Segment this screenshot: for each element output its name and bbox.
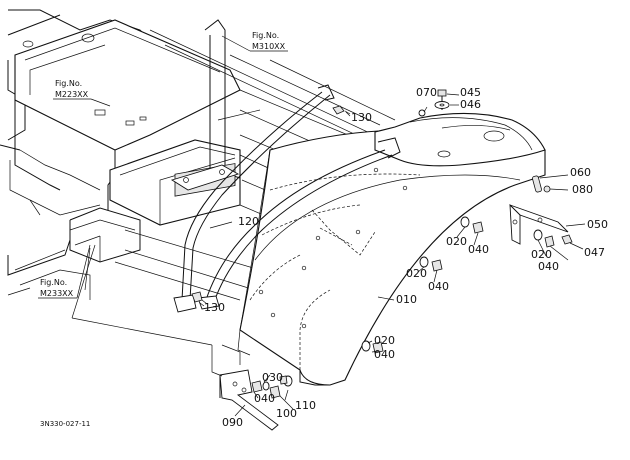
bracket-090: [219, 369, 279, 431]
fig-no-value: M233XX: [40, 289, 74, 298]
stay-bars: [173, 84, 401, 313]
part-label-120: 120: [238, 215, 259, 228]
fig-no-label: Fig.No.: [55, 79, 82, 88]
part-label-030: 030: [262, 371, 283, 384]
part-label-047: 047: [584, 246, 605, 259]
part-label-040-a: 040: [468, 243, 489, 256]
fig-no-value: M223XX: [55, 90, 89, 99]
part-label-020-b: 020: [531, 248, 552, 261]
part-label-110: 110: [295, 399, 316, 412]
part-label-010: 010: [396, 293, 417, 306]
part-label-040-b: 040: [538, 260, 559, 273]
part-label-020-c: 020: [406, 267, 427, 280]
fig-no-label: Fig.No.: [40, 278, 67, 287]
part-label-100: 100: [276, 407, 297, 420]
figure-reference-m223: Fig.No. M223XX: [53, 79, 111, 107]
part-label-050: 050: [587, 218, 608, 231]
part-label-080: 080: [572, 183, 593, 196]
part-label-020-a: 020: [446, 235, 467, 248]
part-label-130-lower: 130: [204, 301, 225, 314]
figure-reference-m310: Fig.No. M310XX: [221, 31, 288, 52]
fig-no-label: Fig.No.: [252, 31, 279, 40]
part-label-040-c: 040: [428, 280, 449, 293]
part-label-070: 070: [416, 86, 437, 99]
bracket-050: [509, 203, 569, 245]
part-label-130-upper: 130: [351, 111, 372, 124]
part-label-090: 090: [222, 416, 243, 429]
leader-lines: [201, 93, 586, 417]
part-label-040-d: 040: [374, 348, 395, 361]
fig-no-value: M310XX: [252, 42, 286, 51]
part-label-046: 046: [460, 98, 481, 111]
figure-reference-m233: Fig.No. M233XX: [38, 244, 91, 299]
chassis-frame: [0, 9, 241, 300]
part-labels: 130 120 130 010 070 045 046 060 080 050 …: [204, 86, 608, 429]
drawing-code: 3N330-027-11: [40, 420, 90, 428]
part-label-045: 045: [460, 86, 481, 99]
fender-panel: [237, 112, 546, 386]
part-label-060: 060: [570, 166, 591, 179]
part-label-020-d: 020: [374, 334, 395, 347]
part-label-040-e: 040: [254, 392, 275, 405]
bolt-130-upper: [332, 105, 351, 115]
